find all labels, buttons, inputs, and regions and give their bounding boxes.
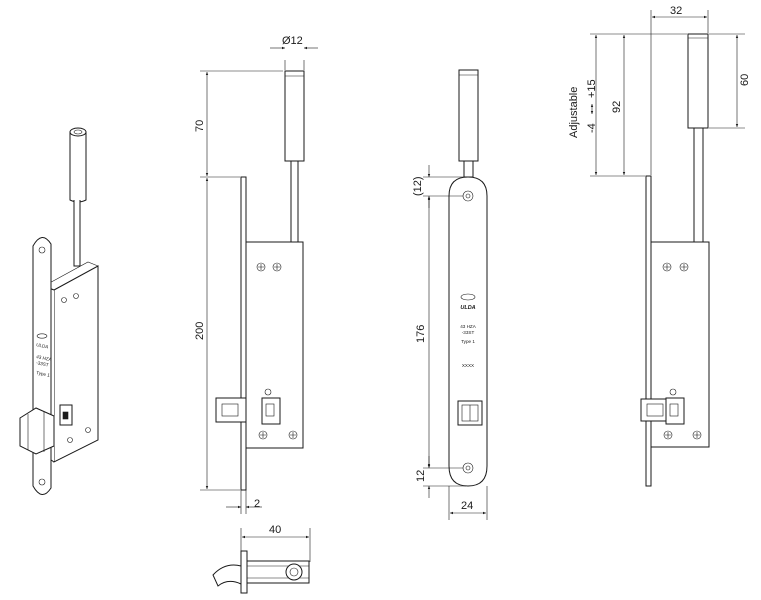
dim-adjustable-label: Adjustable xyxy=(568,87,580,138)
dim-diameter: Ø12 xyxy=(282,35,303,47)
dim-bottom-offset: 12 xyxy=(415,470,427,482)
dim-rod-height: 92 xyxy=(611,101,623,113)
dim-top-offset: (12) xyxy=(412,176,424,196)
top-section-view xyxy=(212,550,310,594)
dim-depth: 40 xyxy=(269,524,281,536)
dim-plate-thickness: 2 xyxy=(254,498,260,510)
side-screw-bottom xyxy=(258,430,298,440)
front-code: XXXX xyxy=(462,363,474,368)
front-model-1: 43 HZA xyxy=(460,324,477,329)
side-screw-top xyxy=(256,262,282,272)
dim-adjust-plus: +15 xyxy=(586,79,598,98)
iso-type-label: Type 1 xyxy=(36,370,51,378)
iso-model-label-1: 43 HZA xyxy=(36,354,53,362)
iso-model-label-2: -33ST xyxy=(36,360,49,368)
dim-cap-height: 60 xyxy=(739,74,751,86)
dim-plate-width: 24 xyxy=(461,500,473,512)
dim-cap-width: 32 xyxy=(670,5,682,17)
front-model-2: -33ST xyxy=(462,330,475,335)
dim-body-length: 200 xyxy=(194,322,206,340)
isometric-view: ULDA 43 HZA -33ST Type 1 xyxy=(19,127,99,495)
adj-screw-top xyxy=(662,262,689,272)
front-logo: ULDA xyxy=(460,305,475,311)
front-type: Type 1 xyxy=(461,339,475,344)
dim-rod-length: 70 xyxy=(194,120,206,132)
dim-hole-spacing: 176 xyxy=(415,325,427,343)
adjustable-side-view: 32 60 92 Adjustable -4 +15 xyxy=(568,5,751,487)
dim-adjust-minus: -4 xyxy=(586,123,598,133)
side-view: Ø12 70 200 2 40 xyxy=(194,35,318,562)
iso-logo-label: ULDA xyxy=(36,342,50,350)
adj-screw-bottom xyxy=(663,430,702,440)
front-view: ULDA 43 HZA -33ST Type 1 XXXX (12) 176 1… xyxy=(412,69,488,520)
